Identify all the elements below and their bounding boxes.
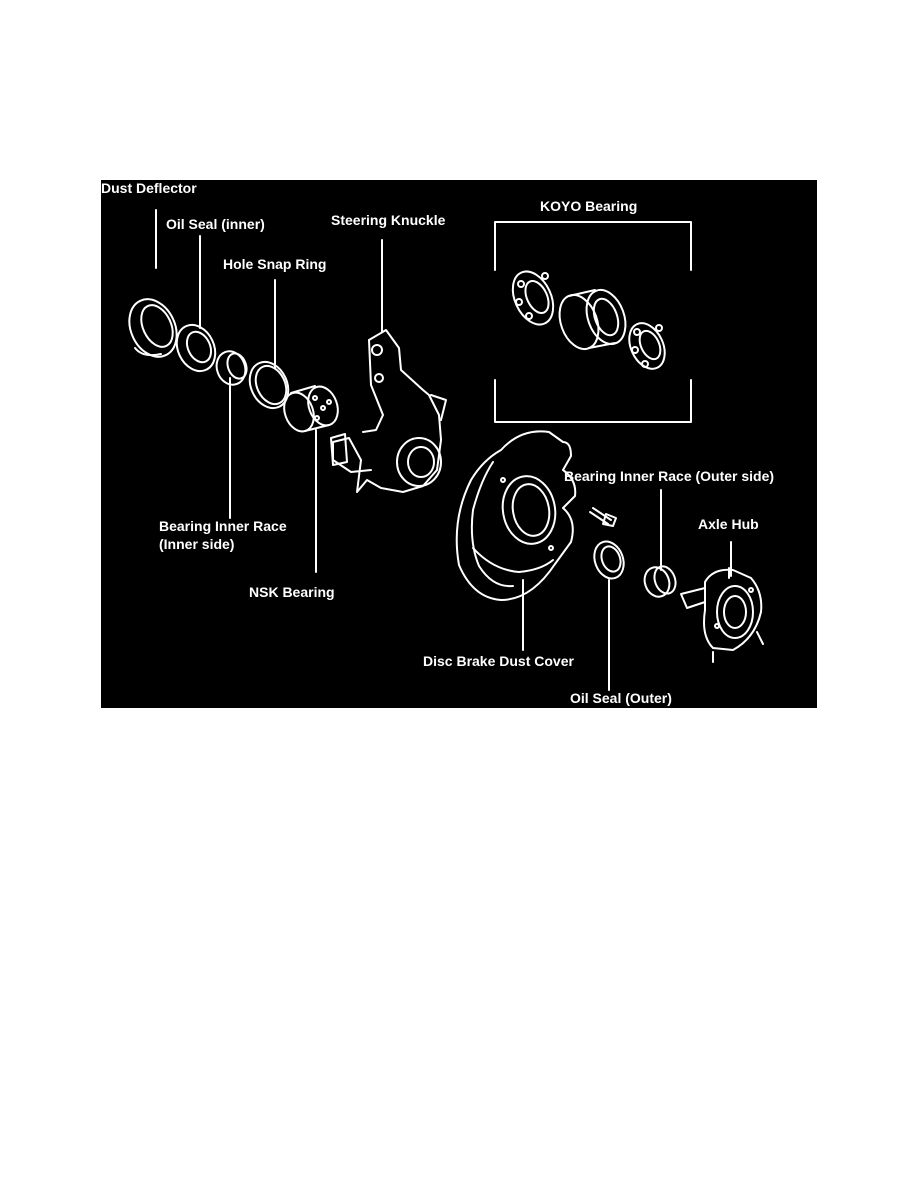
disc-brake-dust-cover-part bbox=[455, 430, 577, 601]
label-oil-seal-inner: Oil Seal (inner) bbox=[166, 216, 265, 232]
label-hole-snap-ring: Hole Snap Ring bbox=[223, 256, 327, 272]
label-bearing-inner-race-inner-line1: Bearing Inner Race bbox=[159, 518, 287, 534]
dust-deflector-part bbox=[128, 298, 178, 358]
leader-lines bbox=[155, 209, 732, 691]
koyo-bracket bbox=[494, 221, 692, 423]
diagram-artwork bbox=[128, 209, 764, 691]
label-dust-deflector: Dust Deflector bbox=[101, 180, 197, 196]
axle-hub-part bbox=[680, 567, 764, 663]
oil-seal-inner-part bbox=[175, 323, 217, 373]
bearing-inner-race-inner-part bbox=[215, 350, 248, 386]
nsk-bearing-part bbox=[283, 385, 339, 433]
label-bearing-inner-race-outer-side: Bearing Inner Race (Outer side) bbox=[564, 468, 775, 484]
label-disc-brake-dust-cover: Disc Brake Dust Cover bbox=[423, 653, 574, 669]
koyo-bearing-part bbox=[511, 270, 666, 370]
steering-knuckle-part bbox=[330, 329, 447, 493]
bearing-inner-race-outer-part bbox=[643, 565, 677, 598]
hole-snap-ring-part bbox=[248, 360, 290, 410]
oil-seal-outer-part bbox=[593, 540, 625, 580]
label-steering-knuckle: Steering Knuckle bbox=[331, 212, 446, 228]
label-bearing-inner-race-inner-line2: (Inner side) bbox=[159, 536, 235, 552]
label-oil-seal-outer: Oil Seal (Outer) bbox=[570, 690, 672, 706]
label-axle-hub: Axle Hub bbox=[698, 516, 759, 532]
label-koyo-bearing: KOYO Bearing bbox=[540, 198, 638, 214]
label-nsk-bearing: NSK Bearing bbox=[249, 584, 335, 600]
exploded-view-diagram: Dust Deflector Oil Seal (inner) Hole Sna… bbox=[101, 180, 817, 708]
bolt-part bbox=[589, 507, 617, 527]
